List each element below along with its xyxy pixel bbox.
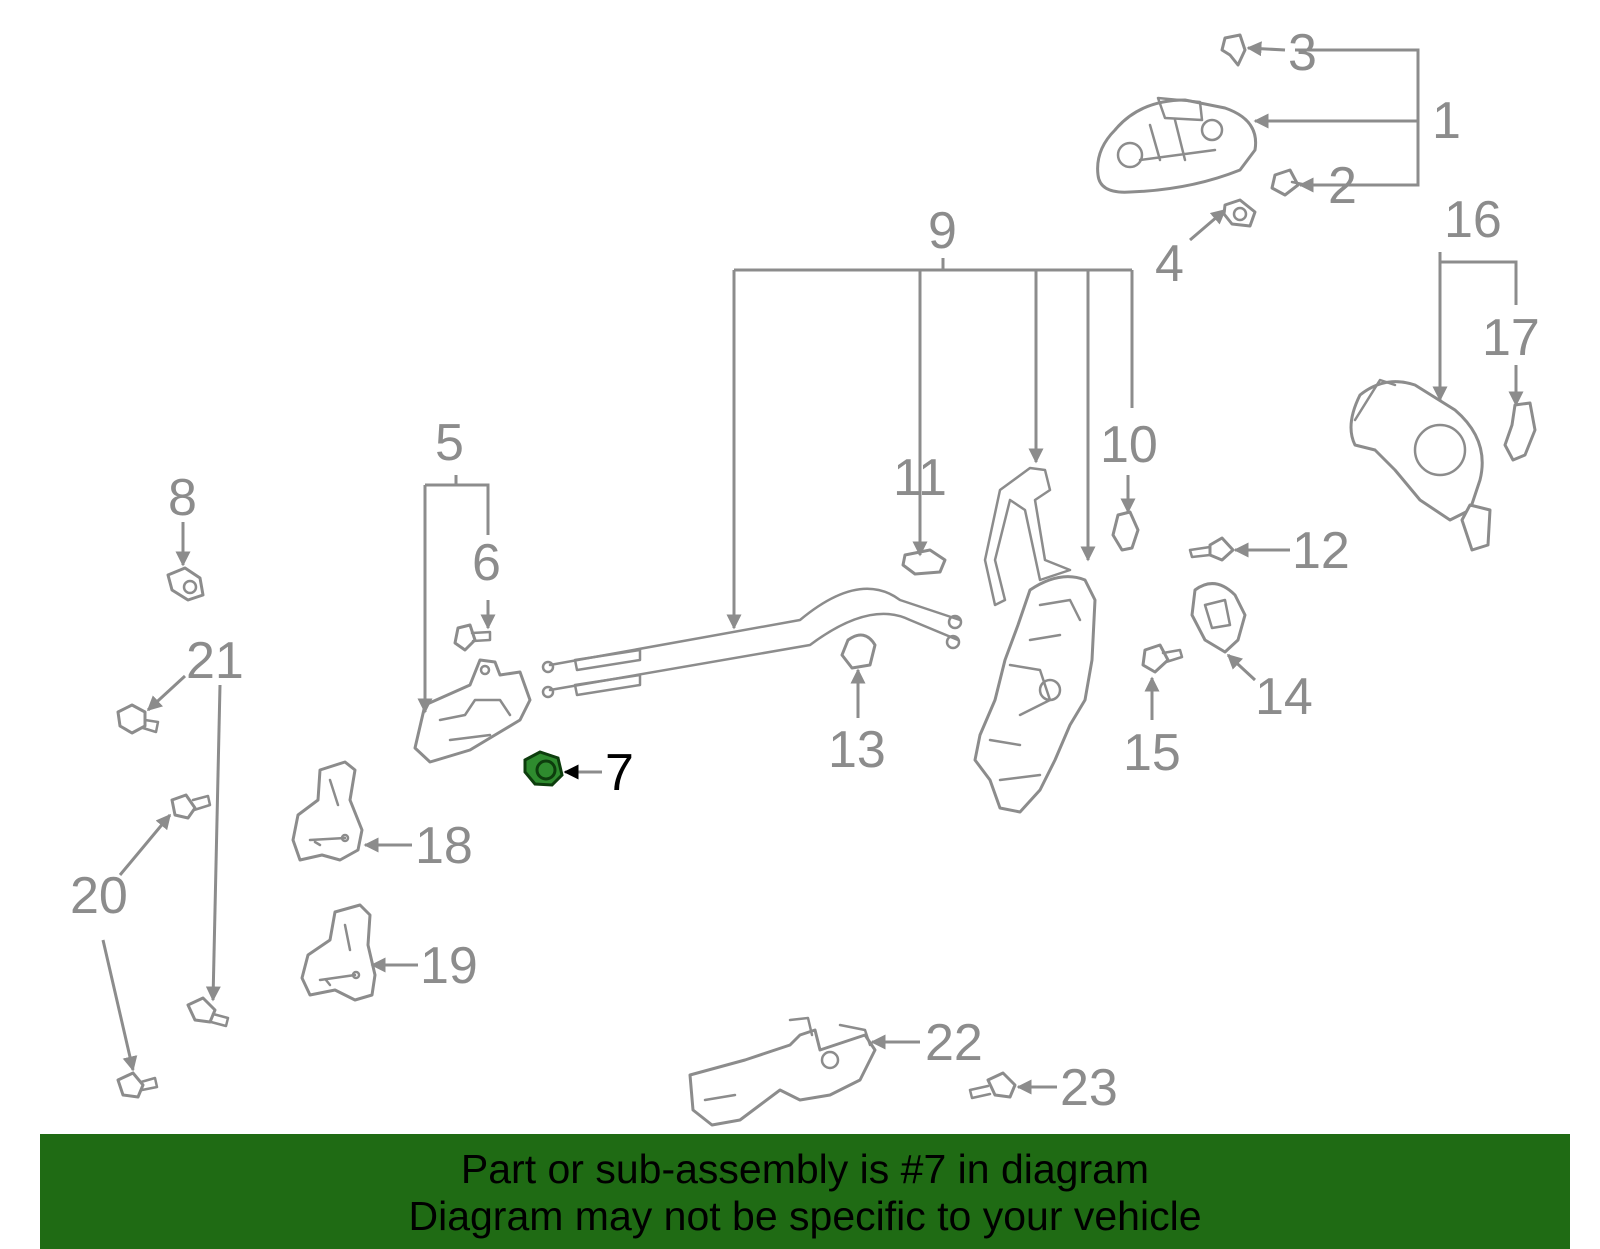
callout-15: 15 [1123,724,1181,782]
callout-5: 5 [435,414,464,472]
callout-labels: 1 2 3 4 5 6 7 8 9 10 11 12 13 14 15 16 1… [70,24,1540,1117]
part-4-nut [1222,198,1257,228]
part-13-clip [840,633,877,670]
callout-7: 7 [605,744,634,802]
part-8-grommet [166,566,205,602]
part-9-cable-assembly [541,587,963,699]
part-17-lever [1503,401,1537,462]
part-21-bolt-upper [116,703,160,735]
part-2-screw [1270,168,1304,197]
part-12-screw [1188,536,1235,562]
info-banner: Part or sub-assembly is #7 in diagram Di… [40,1134,1570,1249]
door-lock-actuator [973,575,1097,814]
callout-12: 12 [1292,522,1350,580]
leader-lines [101,41,1524,1095]
callout-11: 11 [893,449,947,507]
callout-9: 9 [928,202,957,260]
callout-3: 3 [1288,24,1317,82]
part-23-bolt [968,1071,1017,1100]
part-9-lock-rod [983,466,1072,607]
part-6-screw [453,623,492,652]
part-15-screw [1141,643,1184,674]
part-20-bolt-upper [170,793,212,820]
part-20-bolt-lower [116,1071,159,1099]
part-19-lower-hinge [300,903,377,1002]
callout-14: 14 [1255,668,1313,726]
callout-16: 16 [1444,191,1502,249]
part-18-upper-hinge [291,760,364,862]
part-5-inside-handle [413,658,532,764]
callout-6: 6 [472,534,501,592]
part-22-door-check [688,1016,877,1127]
banner-line-2: Diagram may not be specific to your vehi… [408,1193,1202,1239]
callout-1: 1 [1432,92,1461,150]
callout-23: 23 [1060,1059,1118,1117]
part-16-lock-cylinder [1349,378,1492,552]
callout-20: 20 [70,867,128,925]
banner-line-1: Part or sub-assembly is #7 in diagram [460,1146,1150,1192]
callout-22: 22 [925,1014,983,1072]
callout-17: 17 [1482,309,1540,367]
callout-8: 8 [168,469,197,527]
part-3-clip [1220,33,1247,67]
part-14-striker [1190,582,1247,654]
callout-2: 2 [1328,157,1357,215]
callout-13: 13 [828,721,886,779]
part-10-clip [1111,510,1140,552]
part-11-clip [901,548,947,576]
callout-19: 19 [420,937,478,995]
part-7-bolt-highlighted [523,750,564,787]
callout-10: 10 [1100,416,1158,474]
part-1-outside-handle [1096,96,1258,194]
part-21-bolt-lower [186,996,230,1028]
callout-4: 4 [1155,235,1184,293]
callout-21: 21 [186,632,244,690]
callout-18: 18 [415,817,473,875]
